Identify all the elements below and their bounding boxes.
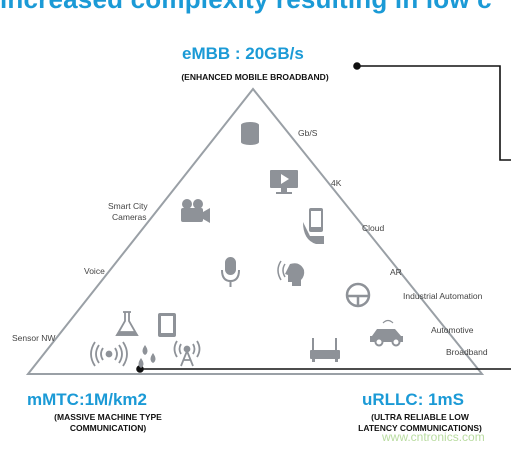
router-icon	[310, 338, 340, 362]
label-smart-city: Smart City	[108, 201, 148, 211]
mmtc-subtitle-1: (MASSIVE MACHINE TYPE	[54, 412, 162, 422]
mmtc-title: mMTC:1M/km2	[27, 390, 147, 409]
tv-icon	[270, 170, 298, 194]
flask-icon	[115, 311, 139, 336]
header-title: increased complexity resulting in low c	[0, 0, 511, 15]
label-automotive: Automotive	[431, 325, 474, 335]
label-ar: AR	[390, 267, 402, 277]
label-broadband: Broadband	[446, 347, 488, 357]
embb-subtitle: (ENHANCED MOBILE BROADBAND)	[181, 72, 329, 82]
urllc-subtitle-1: (ULTRA RELIABLE LOW	[371, 412, 469, 422]
watermark: www.cntronics.com	[382, 430, 485, 444]
label-cameras: Cameras	[112, 212, 147, 222]
steering-wheel-icon	[345, 282, 371, 308]
video-camera-icon	[181, 199, 210, 223]
storage-icon	[241, 122, 259, 145]
microphone-icon	[221, 257, 240, 287]
connector-top	[353, 62, 511, 161]
label-gbs: Gb/S	[298, 128, 318, 138]
wireless-sensor-icon	[90, 341, 128, 367]
label-cloud: Cloud	[362, 223, 385, 233]
water-drops-icon	[138, 345, 156, 368]
voice-assistant-icon	[277, 260, 305, 286]
urllc-title: uRLLC: 1mS	[362, 390, 464, 409]
tablet-icon	[158, 313, 176, 337]
antenna-tower-icon	[173, 340, 201, 367]
mmtc-subtitle-2: COMMUNICATION)	[69, 423, 147, 433]
phone-hand-icon	[303, 208, 324, 244]
car-icon	[370, 319, 403, 347]
embb-title: eMBB : 20GB/s	[182, 44, 304, 63]
label-sensor-nw: Sensor NW	[12, 333, 56, 343]
label-voice: Voice	[84, 266, 105, 276]
connector-bottom	[136, 365, 511, 373]
label-4k: 4K	[331, 178, 342, 188]
urllc-subtitle-2: LATENCY COMMUNICATIONS)	[358, 423, 482, 433]
triangle	[25, 87, 485, 375]
label-industrial-automation: Industrial Automation	[403, 291, 483, 301]
